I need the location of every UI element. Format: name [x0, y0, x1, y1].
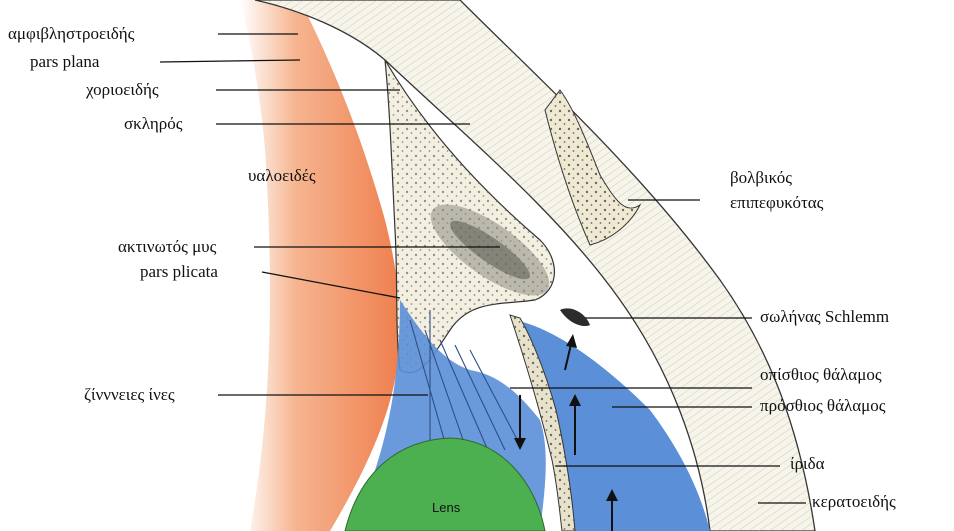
- label-bulbar-1: βολβικός: [730, 168, 792, 188]
- label-iris: ίριδα: [790, 454, 825, 474]
- label-pars-plicata: pars plicata: [140, 262, 218, 282]
- vitreous-region: [240, 0, 400, 531]
- flow-arrow-3-head: [566, 334, 577, 348]
- label-zonular-fibers: ζίνννειες ίνες: [84, 385, 175, 405]
- label-ciliary-muscle: ακτινωτός μυς: [118, 237, 216, 257]
- schlemm-canal: [560, 308, 590, 326]
- label-sclera: σκληρός: [124, 114, 182, 134]
- label-choroid: χοριοειδής: [86, 80, 159, 100]
- label-anterior-chamber: πρόσθιος θάλαμος: [760, 396, 885, 416]
- label-vitreous: υαλοειδές: [248, 166, 316, 186]
- label-schlemm: σωλήνας Schlemm: [760, 307, 889, 327]
- label-cornea: κερατοειδής: [812, 492, 896, 512]
- label-lens: Lens: [432, 500, 460, 515]
- label-posterior-chamber: οπίσθιος θάλαμος: [760, 365, 882, 385]
- label-bulbar-2: επιπεφυκότας: [730, 193, 823, 213]
- label-retina: αμφιβληστροειδής: [8, 24, 134, 44]
- label-pars-plana: pars plana: [30, 52, 99, 72]
